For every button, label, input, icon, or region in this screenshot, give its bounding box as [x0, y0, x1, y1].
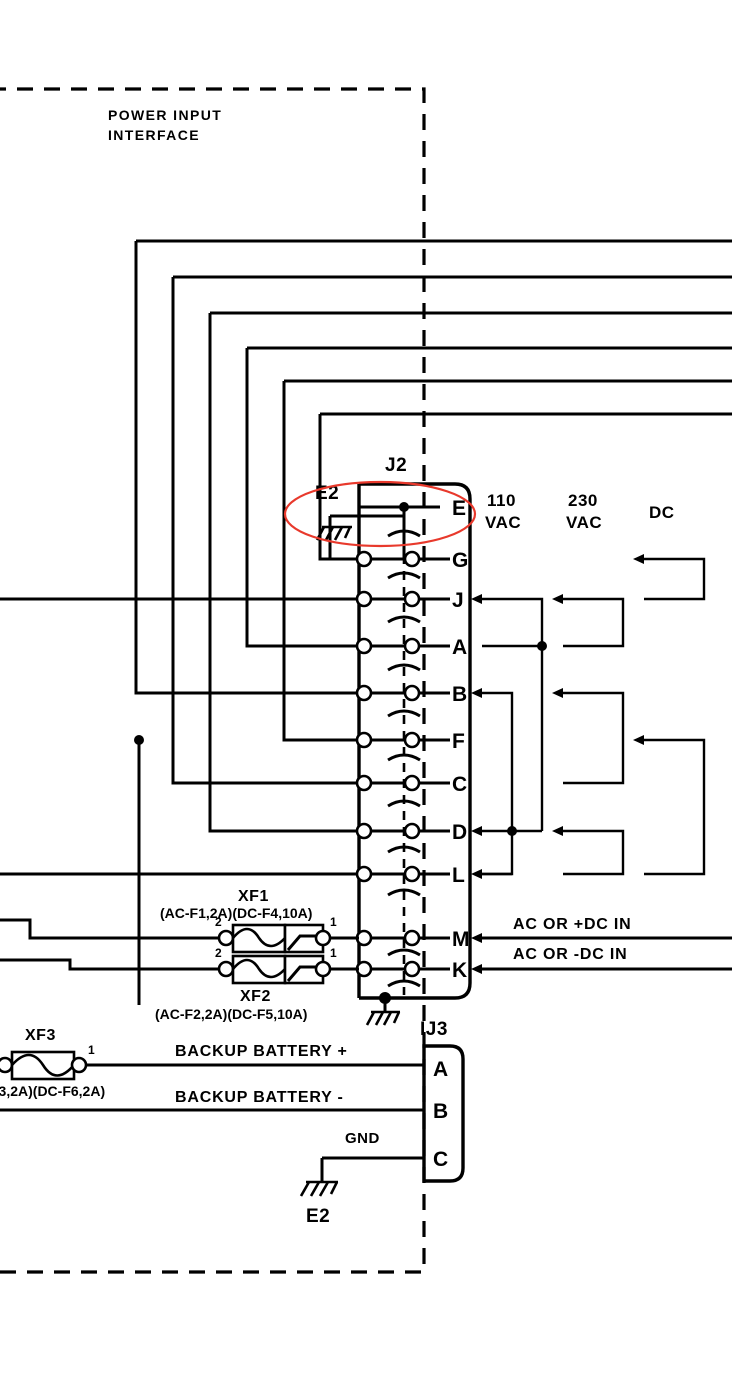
fuse-XF1-pin-1: 1 [330, 915, 338, 929]
fuse-XF3-spec: F3,2A)(DC-F6,2A) [0, 1083, 105, 1099]
earth-hatch-E2-top [315, 525, 352, 541]
j3-pin-label-B: B [433, 1100, 448, 1123]
pin-C-outer-ring [403, 774, 421, 792]
pin-C-inner-ring [355, 774, 373, 792]
signal-label-ac-plus-dc: AC OR +DC IN [513, 916, 632, 933]
pin-F-inner-ring [355, 731, 373, 749]
fuse-XF1-pin-2: 2 [215, 915, 223, 929]
fuse-XF1-terminal-2 [217, 929, 235, 947]
j2-pin-label-D: D [452, 821, 467, 844]
fuse-XF3-pin-1: 1 [88, 1043, 96, 1057]
fuse-XF1-terminal-1 [314, 929, 332, 947]
title-line-1: POWER INPUT [108, 107, 222, 123]
j2-pin-row-D [355, 822, 450, 840]
gnd-to-j3-c [299, 1156, 424, 1197]
jumper-110vac-dot-lower [507, 826, 517, 836]
fuse-XF2 [139, 954, 359, 985]
j2-pin-row-J [355, 590, 450, 608]
j3-pin-label-C: C [433, 1148, 448, 1171]
fuse-XF2-label: XF2 [240, 988, 271, 1005]
title-line-2: INTERFACE [108, 127, 200, 143]
fuse-XF1-label: XF1 [238, 888, 269, 905]
connector-J3-shell [422, 1044, 465, 1183]
pin-M-outer-ring [403, 929, 421, 947]
jumper-230vac [552, 594, 625, 876]
pin-J-outer-ring [403, 590, 421, 608]
j2-pin-label-B: B [452, 683, 467, 706]
wire-bundle-group [0, 239, 732, 1005]
j2-pin-label-C: C [452, 773, 467, 796]
left-edge-feeders [0, 918, 139, 971]
j2-pin-row-A [355, 637, 450, 655]
voltage-label-dc-line1: DC [649, 503, 675, 522]
voltage-label-230-line1: 230 [568, 491, 598, 510]
fuse-XF2-pin-2: 2 [215, 946, 223, 960]
ground-label-E2-bottom: E2 [306, 1206, 330, 1227]
pin-F-outer-ring [403, 731, 421, 749]
pin-J-inner-ring [355, 590, 373, 608]
j2-pin-row-G [355, 550, 450, 568]
j2-pin-row-C [355, 774, 450, 792]
signal-label-gnd: GND [345, 1130, 380, 1147]
pin-G-outer-ring [403, 550, 421, 568]
pin-D-inner-ring [355, 822, 373, 840]
j2-pin-label-L: L [452, 864, 465, 887]
jumper-110vac-dot-upper [537, 641, 547, 651]
pin-B-inner-ring [355, 684, 373, 702]
connector-J2-label: J2 [385, 455, 407, 476]
earth-hatch-E2-bottom [299, 1180, 339, 1197]
pin-A-inner-ring [355, 637, 373, 655]
j2-pin-label-F: F [452, 730, 465, 753]
pin-A-outer-ring [403, 637, 421, 655]
j2-pin-label-K: K [452, 959, 467, 982]
signal-label-ac-minus-dc: AC OR -DC IN [513, 946, 627, 963]
pin-L-inner-ring [355, 865, 373, 883]
fuse-XF3-terminal-right [70, 1056, 88, 1074]
pin-K-inner-ring [355, 960, 373, 978]
voltage-label-110-line2: VAC [485, 513, 521, 532]
red-ellipse-highlight [283, 480, 477, 548]
earth-hatch-j2-shell [365, 1010, 401, 1026]
ground-symbol-j2-shell [359, 992, 404, 1026]
fuse-XF3 [0, 1050, 424, 1081]
pin-K-outer-ring [403, 960, 421, 978]
signal-label-backup-battery-minus: BACKUP BATTERY - [175, 1089, 344, 1106]
j2-pin-label-J: J [452, 589, 464, 612]
jumper-dc [633, 554, 706, 876]
junction-dot-left-feeder [134, 735, 144, 745]
j2-pin-label-E: E [452, 497, 466, 520]
connector-J3-label: IJ3 [420, 1019, 448, 1040]
j2-pin-row-B [355, 684, 450, 702]
pin-B-outer-ring [403, 684, 421, 702]
j2-pin-label-A: A [452, 636, 467, 659]
voltage-label-230-line2: VAC [566, 513, 602, 532]
pin-M-inner-ring [355, 929, 373, 947]
pin-L-outer-ring [403, 865, 421, 883]
j2-pin-1-tick: ı [358, 489, 362, 503]
gang-arc-marks [387, 529, 421, 988]
fuse-XF3-label: XF3 [25, 1027, 56, 1044]
voltage-label-110-line1: 110 [487, 491, 516, 510]
j2-pin-label-M: M [452, 928, 470, 951]
fuse-XF2-terminal-1 [314, 960, 332, 978]
j3-pin-label-A: A [433, 1058, 448, 1081]
pin-D-outer-ring [403, 822, 421, 840]
j2-pin-row-F [355, 731, 450, 749]
signal-label-backup-battery-plus: BACKUP BATTERY + [175, 1043, 348, 1060]
j2-pin-row-L [355, 865, 450, 883]
fuse-XF2-pin-1: 1 [330, 946, 338, 960]
fuse-XF2-spec: (AC-F2,2A)(DC-F5,10A) [155, 1006, 307, 1022]
fuse-XF2-terminal-2 [217, 960, 235, 978]
fuse-XF1-spec: (AC-F1,2A)(DC-F4,10A) [160, 905, 312, 921]
j2-pin-label-G: G [452, 549, 468, 572]
pin-G-inner-ring [355, 550, 373, 568]
interface-boundary [0, 87, 426, 1274]
fuse-XF1 [139, 923, 359, 954]
fuse-XF3-terminal-left [0, 1056, 14, 1074]
